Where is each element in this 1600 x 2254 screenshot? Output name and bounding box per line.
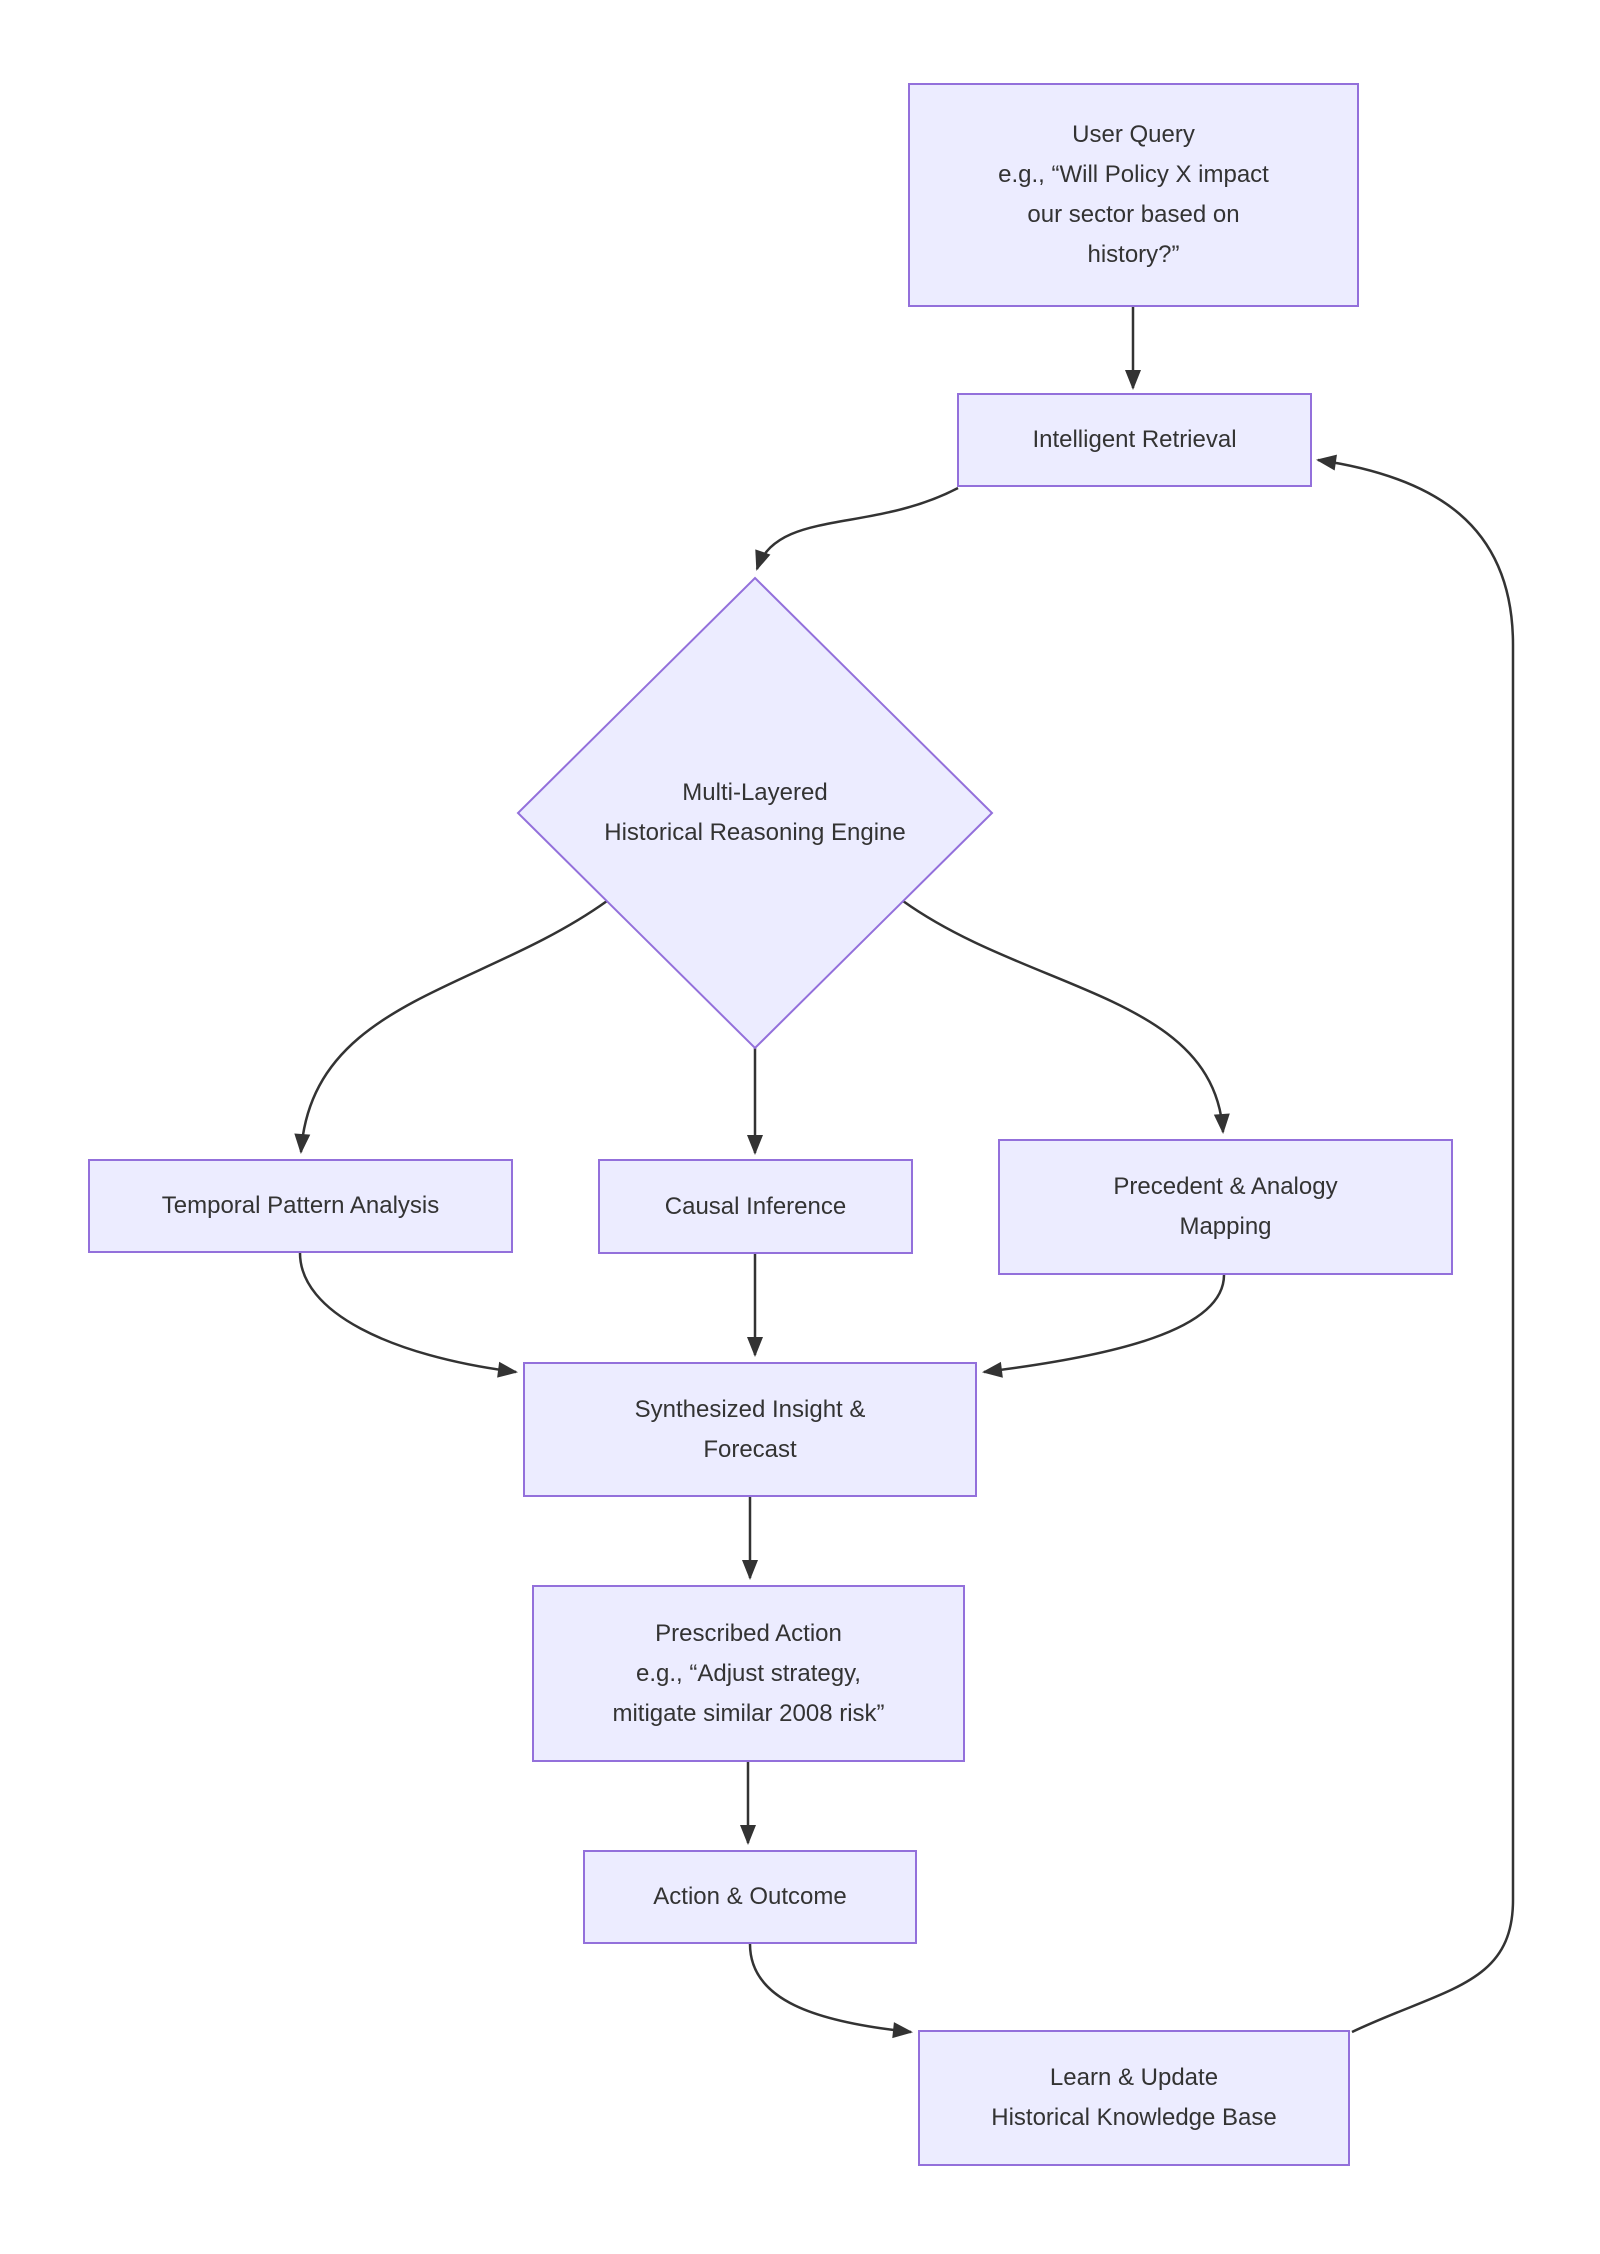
node-user-query-label: User Query e.g., “Will Policy X impact o… [998,121,1269,268]
node-reasoning-engine: Multi-Layered Historical Reasoning Engin… [505,750,1005,876]
node-temporal-pattern-analysis-label: Temporal Pattern Analysis [161,1192,440,1219]
node-action-outcome-label: Action & Outcome [653,1883,847,1910]
node-prescribed-action: Prescribed Action e.g., “Adjust strategy… [532,1585,965,1762]
edge-reasoning-engine-to-temporal-pattern-analysis [294,899,608,1154]
node-learn-update-label: Learn & Update Historical Knowledge Base [991,2064,1277,2131]
node-precedent-analogy-mapping: Precedent & Analogy Mapping [998,1139,1453,1275]
node-intelligent-retrieval-label: Intelligent Retrieval [1032,426,1237,453]
node-temporal-pattern-analysis: Temporal Pattern Analysis [88,1159,513,1253]
reasoning-engine-diamond [516,576,994,1050]
node-learn-update: Learn & Update Historical Knowledge Base [918,2030,1350,2166]
edge-intelligent-retrieval-to-reasoning-engine [755,486,959,571]
edge-learn-update-to-intelligent-retrieval-feedback [1316,454,1515,2034]
node-reasoning-engine-label: Multi-Layered Historical Reasoning Engin… [604,779,906,846]
node-synthesized-insight-forecast-label: Synthesized Insight & Forecast [634,1395,866,1463]
node-user-query: User Query e.g., “Will Policy X impact o… [908,83,1359,307]
node-precedent-analogy-mapping-label: Precedent & Analogy Mapping [1113,1173,1338,1240]
edge-reasoning-engine-to-precedent-analogy-mapping [902,899,1230,1134]
node-action-outcome: Action & Outcome [583,1850,917,1944]
node-intelligent-retrieval: Intelligent Retrieval [957,393,1312,487]
node-synthesized-insight-forecast: Synthesized Insight & Forecast [523,1362,977,1497]
node-causal-inference-label: Causal Inference [664,1192,847,1220]
edge-action-outcome-to-learn-update [748,1943,913,2039]
node-causal-inference: Causal Inference [598,1159,913,1254]
node-prescribed-action-label: Prescribed Action e.g., “Adjust strategy… [612,1619,885,1727]
edge-precedent-to-synthesized [982,1274,1226,1378]
edge-temporal-to-synthesized [298,1252,518,1378]
